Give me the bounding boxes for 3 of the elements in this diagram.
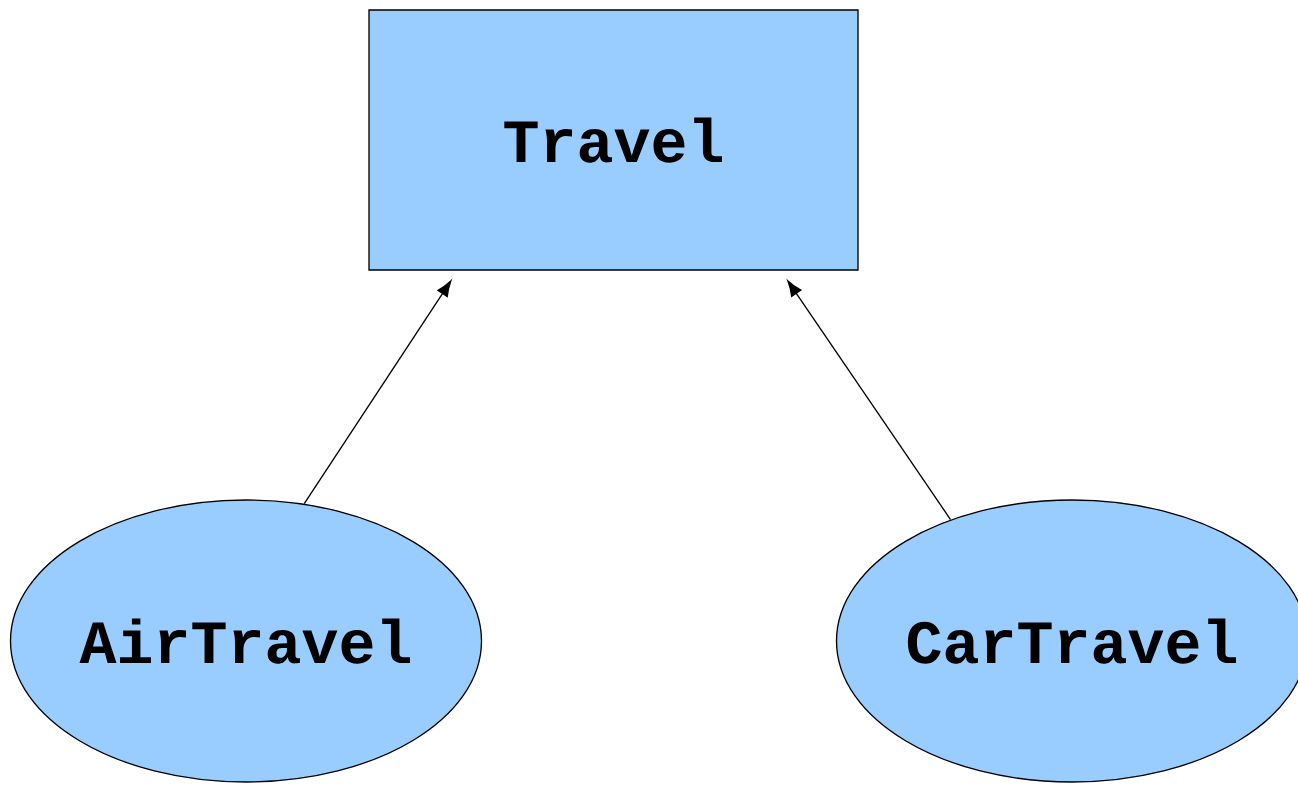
arrow [303,280,452,505]
arrow [787,280,952,521]
class-box: Travel [368,9,859,271]
